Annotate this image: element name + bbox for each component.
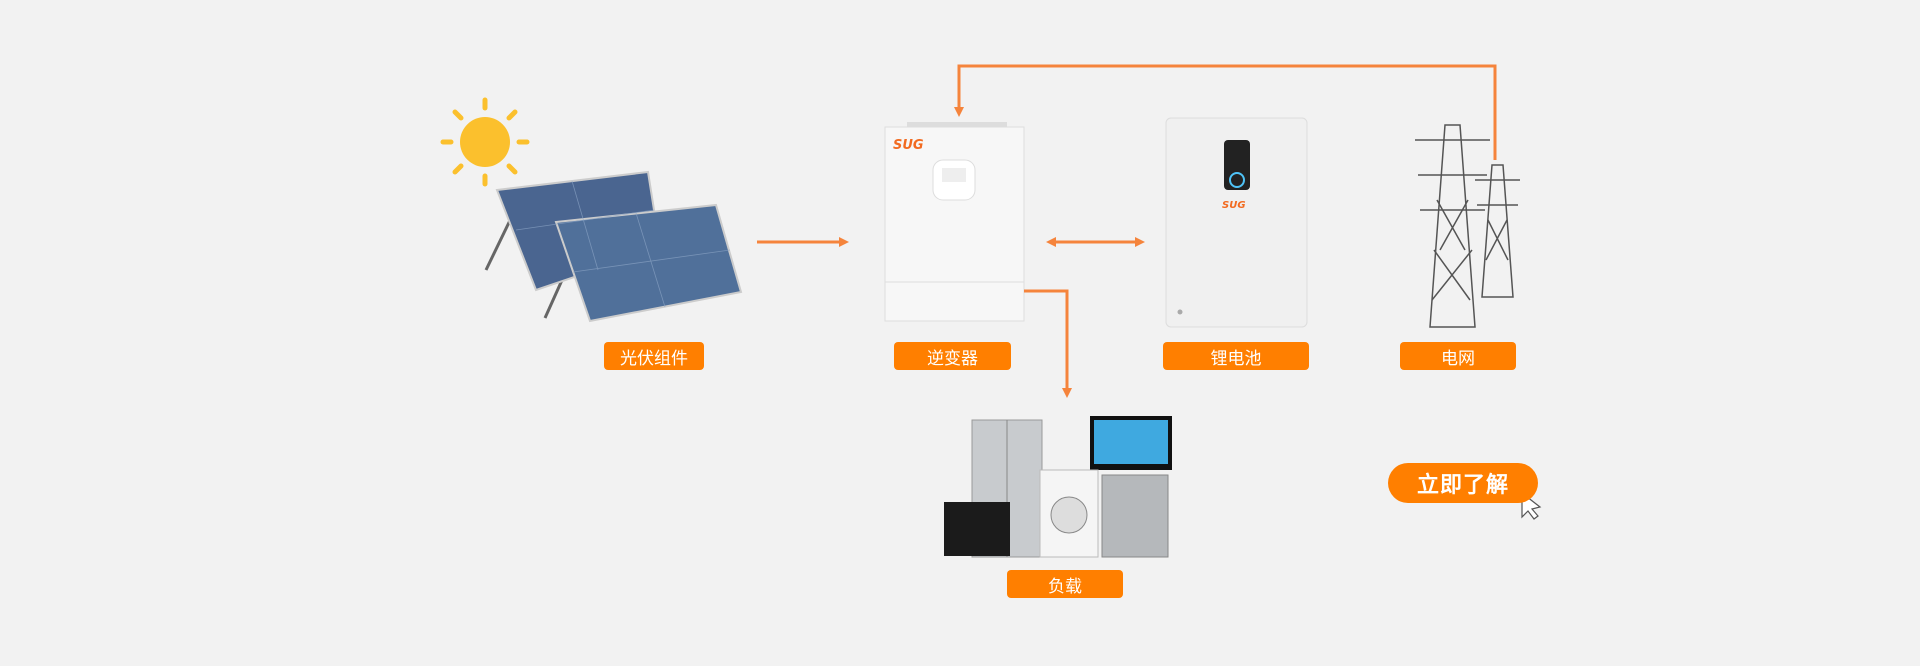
load-label: 负载 [1007,570,1123,598]
power-tower-image [1415,124,1520,328]
battery-label: 锂电池 [1163,342,1309,370]
grid-label: 电网 [1400,342,1516,370]
battery-brand-logo: SUG [1222,200,1246,211]
arrow-grid-to-inverter [954,64,1497,160]
battery-image [1165,117,1308,328]
arrow-inverter-to-load [1024,289,1072,398]
sun-icon [440,97,530,187]
appliances-image [944,416,1172,558]
flow-arrows [757,64,1497,398]
solar-panel-image [484,170,743,323]
inverter-image [884,122,1025,322]
learn-more-button[interactable]: 立即了解 [1388,463,1538,503]
inverter-brand-logo: SUG [893,138,924,153]
solar-label: 光伏组件 [604,342,704,370]
inverter-label: 逆变器 [894,342,1011,370]
